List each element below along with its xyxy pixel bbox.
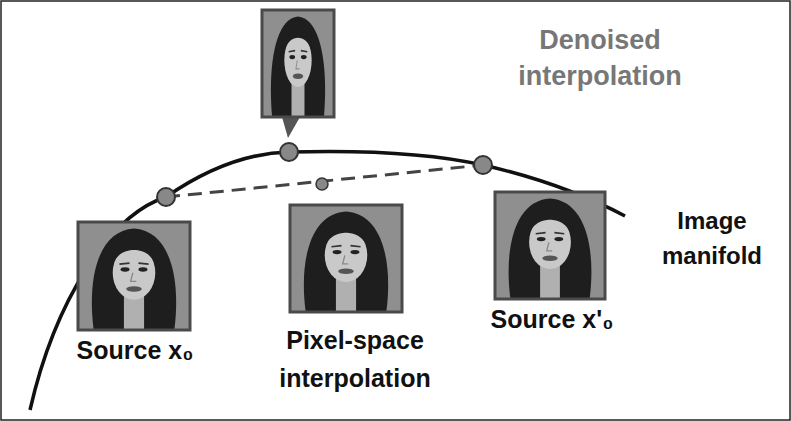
manifold-dot <box>157 188 175 206</box>
face-photo <box>78 222 190 330</box>
source-label: Source x₀ <box>60 334 210 366</box>
heading-label: Denoised interpolation <box>488 22 712 94</box>
photo-frame <box>78 222 190 330</box>
manifold-curve <box>30 151 625 410</box>
manifold-label: Image manifold <box>638 203 786 273</box>
source-label: Source x'₀ <box>462 303 642 335</box>
interpolation-dot <box>316 178 328 190</box>
photo-frame <box>262 10 334 117</box>
interpolation-label: Pixel-space interpolation <box>252 321 458 397</box>
photo-frame <box>290 205 402 312</box>
manifold-dot <box>474 156 492 174</box>
manifold-dot <box>280 143 298 161</box>
photo-frame <box>495 192 605 299</box>
face-photo <box>262 10 334 117</box>
callout-pointer <box>282 117 300 138</box>
face-photo <box>495 192 605 299</box>
interpolation-line <box>166 165 483 197</box>
face-photo <box>290 205 402 312</box>
